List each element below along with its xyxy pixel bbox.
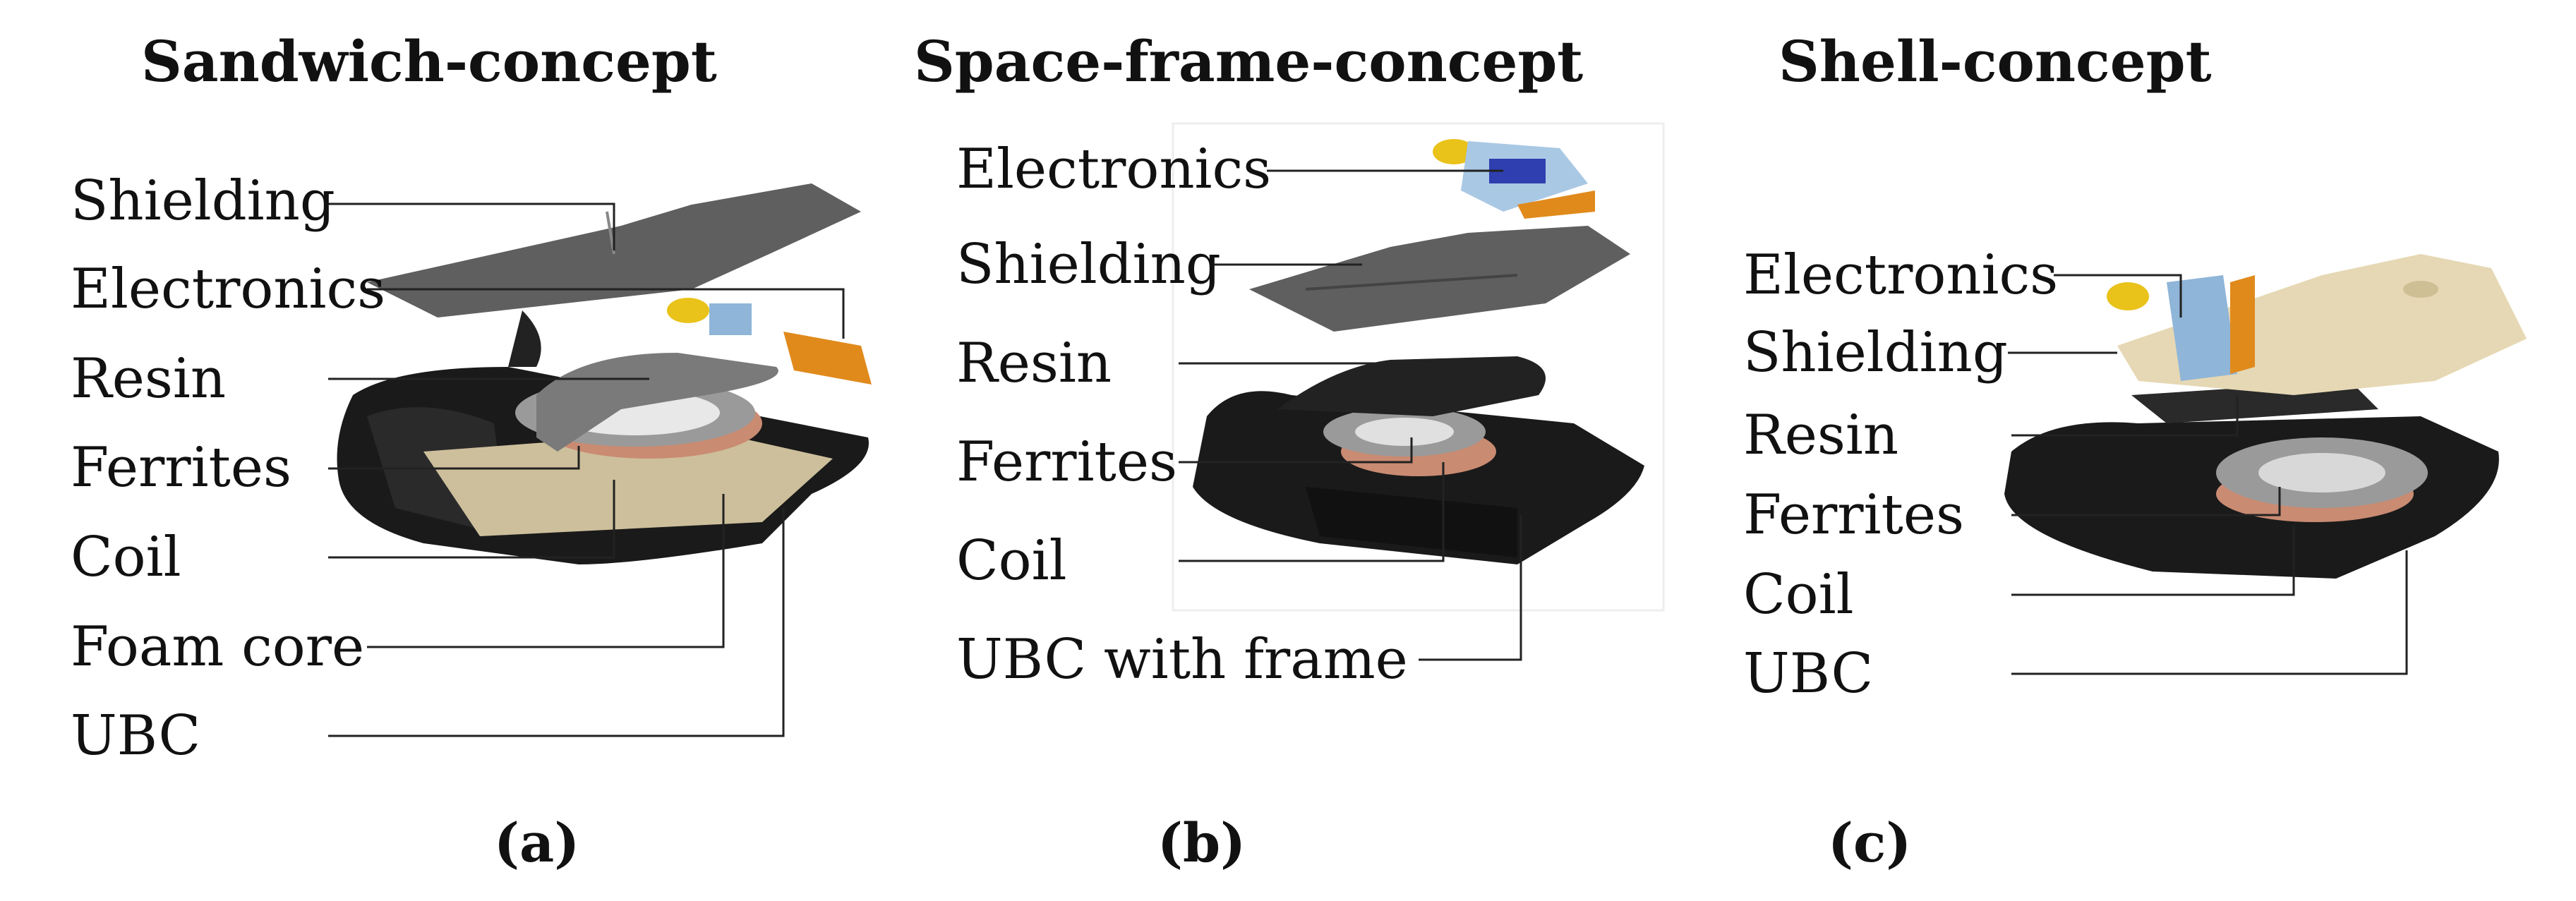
- electronics-orange: [1517, 191, 1595, 219]
- sandwich-exploded-illustration: [328, 183, 872, 737]
- label-ubc: UBC: [1743, 642, 1874, 706]
- caption-c: (c): [1828, 811, 1912, 874]
- label-foam-core: Foam core: [71, 615, 365, 679]
- leader-coil: [2011, 526, 2295, 596]
- label-resin: Resin: [71, 347, 227, 411]
- leader-foam-core: [367, 494, 725, 648]
- leader-ubc: [2011, 550, 2408, 675]
- label-shielding: Shielding: [1743, 321, 2008, 385]
- caption-a: (a): [494, 811, 580, 874]
- leader-electronics: [2054, 274, 2182, 318]
- leader-coil: [1179, 462, 1445, 562]
- resin-part: [536, 353, 778, 452]
- label-electronics: Electronics: [956, 138, 1272, 201]
- connector-part: [1433, 139, 1475, 164]
- foam-core-part: [423, 430, 833, 536]
- shielding-part: [1249, 226, 1630, 332]
- label-electronics: Electronics: [1743, 243, 2059, 307]
- leader-ferrites: [1179, 437, 1413, 464]
- electronics-orange: [783, 332, 872, 385]
- space-frame-exploded-illustration: [1172, 122, 1665, 661]
- leader-ubc: [1419, 515, 1522, 661]
- ubc-part: [1193, 391, 1644, 564]
- leader-shielding: [328, 202, 615, 250]
- shell-exploded-illustration: [2004, 254, 2527, 675]
- panel-title: Shell-concept: [1778, 28, 2212, 95]
- resin-part: [1277, 356, 1546, 416]
- label-electronics: Electronics: [71, 258, 386, 321]
- leader-coil: [328, 480, 615, 559]
- label-shielding: Shielding: [956, 233, 1221, 296]
- label-resin: Resin: [956, 332, 1112, 395]
- label-ferrites: Ferrites: [1743, 483, 1965, 547]
- leader-resin: [2011, 395, 2239, 437]
- label-coil: Coil: [71, 526, 181, 589]
- panel-space-frame-concept: Space-frame-concept Electronics Shieldin…: [882, 0, 1715, 901]
- label-coil: Coil: [1743, 563, 1854, 627]
- leader-ferrites: [328, 446, 580, 470]
- panel-shell-concept: Shell-concept Electronics Shielding Resi…: [1715, 0, 2576, 901]
- label-shielding: Shielding: [71, 169, 335, 233]
- panel-title: Sandwich-concept: [141, 28, 717, 95]
- leader-ubc: [328, 508, 785, 737]
- panel-sandwich-concept: Sandwich-concept Shielding Electronics R…: [0, 0, 882, 901]
- label-resin: Resin: [1743, 404, 1899, 467]
- label-ubc-with-frame: UBC with frame: [956, 628, 1408, 691]
- caption-b: (b): [1157, 811, 1246, 874]
- leader-ferrites: [2011, 487, 2281, 516]
- electronics-board: [2167, 275, 2237, 381]
- label-ferrites: Ferrites: [71, 436, 292, 500]
- leader-electronics: [367, 288, 845, 339]
- electronics-board: [709, 303, 752, 335]
- label-ubc: UBC: [71, 704, 201, 768]
- label-ferrites: Ferrites: [956, 430, 1178, 494]
- connector-part: [667, 298, 709, 323]
- electronics-orange: [2230, 275, 2255, 374]
- label-coil: Coil: [956, 529, 1067, 593]
- connector-part: [2107, 282, 2149, 310]
- panel-title: Space-frame-concept: [914, 28, 1584, 95]
